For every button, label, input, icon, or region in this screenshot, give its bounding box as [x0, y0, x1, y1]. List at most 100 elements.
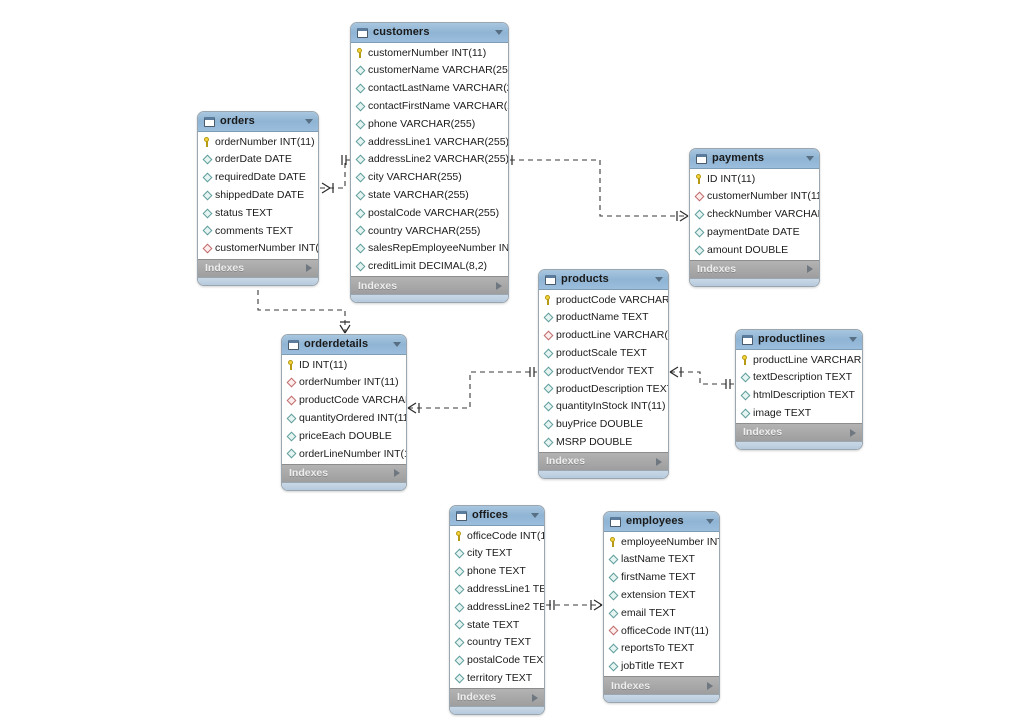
column-row[interactable]: buyPrice DOUBLE [539, 416, 668, 434]
column-row[interactable]: salesRepEmployeeNumber INT(11) [351, 240, 508, 258]
column-row[interactable]: city TEXT [450, 545, 544, 563]
column-row[interactable]: postalCode VARCHAR(255) [351, 204, 508, 222]
column-row[interactable]: productLine VARCHAR(255) [539, 327, 668, 345]
column-row[interactable]: checkNumber VARCHAR(255) [690, 206, 819, 224]
column-row[interactable]: quantityOrdered INT(11) [282, 409, 406, 427]
column-row[interactable]: paymentDate DATE [690, 223, 819, 241]
column-row[interactable]: state TEXT [450, 616, 544, 634]
chevron-down-icon[interactable] [495, 30, 503, 35]
column-row[interactable]: MSRP DOUBLE [539, 433, 668, 451]
column-row[interactable]: email TEXT [604, 604, 719, 622]
column-row[interactable]: customerNumber INT(11) [690, 188, 819, 206]
column-row[interactable]: textDescription TEXT [736, 369, 862, 387]
column-row[interactable]: customerNumber INT(11) [198, 240, 318, 258]
column-row[interactable]: firstName TEXT [604, 569, 719, 587]
column-row[interactable]: ID INT(11) [690, 170, 819, 188]
column-row[interactable]: contactLastName VARCHAR(255) [351, 80, 508, 98]
column-row[interactable]: productVendor TEXT [539, 362, 668, 380]
table-header-customers[interactable]: customers [351, 23, 508, 43]
column-row[interactable]: productScale TEXT [539, 344, 668, 362]
indexes-section-productlines[interactable]: Indexes [736, 423, 862, 442]
indexes-section-orderdetails[interactable]: Indexes [282, 463, 406, 482]
column-row[interactable]: state VARCHAR(255) [351, 186, 508, 204]
chevron-right-icon[interactable] [532, 693, 538, 702]
column-row[interactable]: productDescription TEXT [539, 380, 668, 398]
column-row[interactable]: phone TEXT [450, 563, 544, 581]
column-row[interactable]: orderNumber INT(11) [198, 133, 318, 151]
column-row[interactable]: reportsTo TEXT [604, 640, 719, 658]
table-header-orders[interactable]: orders [198, 112, 318, 132]
column-row[interactable]: priceEach DOUBLE [282, 427, 406, 445]
indexes-section-employees[interactable]: Indexes [604, 676, 719, 695]
column-row[interactable]: contactFirstName VARCHAR(255) [351, 97, 508, 115]
column-row[interactable]: extension TEXT [604, 586, 719, 604]
column-row[interactable]: employeeNumber INT(11) [604, 533, 719, 551]
column-row[interactable]: addressLine2 VARCHAR(255) [351, 151, 508, 169]
indexes-section-orders[interactable]: Indexes [198, 258, 318, 277]
chevron-down-icon[interactable] [806, 156, 814, 161]
chevron-right-icon[interactable] [707, 681, 713, 690]
column-row[interactable]: country VARCHAR(255) [351, 222, 508, 240]
chevron-down-icon[interactable] [531, 513, 539, 518]
chevron-down-icon[interactable] [655, 277, 663, 282]
chevron-down-icon[interactable] [393, 342, 401, 347]
column-row[interactable]: productLine VARCHAR(255) [736, 351, 862, 369]
column-row[interactable]: officeCode INT(11) [604, 622, 719, 640]
chevron-right-icon[interactable] [496, 281, 502, 290]
chevron-down-icon[interactable] [706, 519, 714, 524]
column-row[interactable]: orderNumber INT(11) [282, 374, 406, 392]
column-row[interactable]: addressLine1 VARCHAR(255) [351, 133, 508, 151]
column-row[interactable]: status TEXT [198, 204, 318, 222]
column-row[interactable]: postalCode TEXT [450, 652, 544, 670]
column-row[interactable]: quantityInStock INT(11) [539, 398, 668, 416]
chevron-right-icon[interactable] [656, 457, 662, 466]
table-header-payments[interactable]: payments [690, 149, 819, 169]
chevron-right-icon[interactable] [850, 428, 856, 437]
table-header-orderdetails[interactable]: orderdetails [282, 335, 406, 355]
table-header-employees[interactable]: employees [604, 512, 719, 532]
column-row[interactable]: productName TEXT [539, 309, 668, 327]
column-row[interactable]: city VARCHAR(255) [351, 169, 508, 187]
column-row[interactable]: customerNumber INT(11) [351, 44, 508, 62]
column-row[interactable]: orderLineNumber INT(11) [282, 445, 406, 463]
column-row[interactable]: country TEXT [450, 634, 544, 652]
column-row[interactable]: customerName VARCHAR(255) [351, 62, 508, 80]
column-row[interactable]: phone VARCHAR(255) [351, 115, 508, 133]
column-row[interactable]: requiredDate DATE [198, 169, 318, 187]
column-row[interactable]: creditLimit DECIMAL(8,2) [351, 258, 508, 276]
table-header-offices[interactable]: offices [450, 506, 544, 526]
column-row[interactable]: image TEXT [736, 404, 862, 422]
chevron-right-icon[interactable] [394, 469, 400, 478]
column-row[interactable]: jobTitle TEXT [604, 658, 719, 676]
chevron-down-icon[interactable] [849, 337, 857, 342]
column-row[interactable]: productCode VARCHAR(10) [282, 392, 406, 410]
indexes-section-offices[interactable]: Indexes [450, 688, 544, 707]
chevron-down-icon[interactable] [305, 119, 313, 124]
column-row[interactable]: addressLine1 TEXT [450, 580, 544, 598]
chevron-right-icon[interactable] [306, 264, 312, 273]
column-row[interactable]: ID INT(11) [282, 356, 406, 374]
column-row[interactable]: amount DOUBLE [690, 241, 819, 259]
column-row[interactable]: lastName TEXT [604, 551, 719, 569]
column-row[interactable]: productCode VARCHAR(10) [539, 291, 668, 309]
column-row[interactable]: territory TEXT [450, 669, 544, 687]
indexes-section-products[interactable]: Indexes [539, 452, 668, 471]
column-row[interactable]: shippedDate DATE [198, 186, 318, 204]
column-row[interactable]: orderDate DATE [198, 151, 318, 169]
chevron-right-icon[interactable] [807, 265, 813, 274]
table-header-products[interactable]: products [539, 270, 668, 290]
column-row[interactable]: htmlDescription TEXT [736, 387, 862, 405]
indexes-section-customers[interactable]: Indexes [351, 276, 508, 295]
table-header-productlines[interactable]: productlines [736, 330, 862, 350]
column-row[interactable]: officeCode INT(11) [450, 527, 544, 545]
column-row[interactable]: comments TEXT [198, 222, 318, 240]
